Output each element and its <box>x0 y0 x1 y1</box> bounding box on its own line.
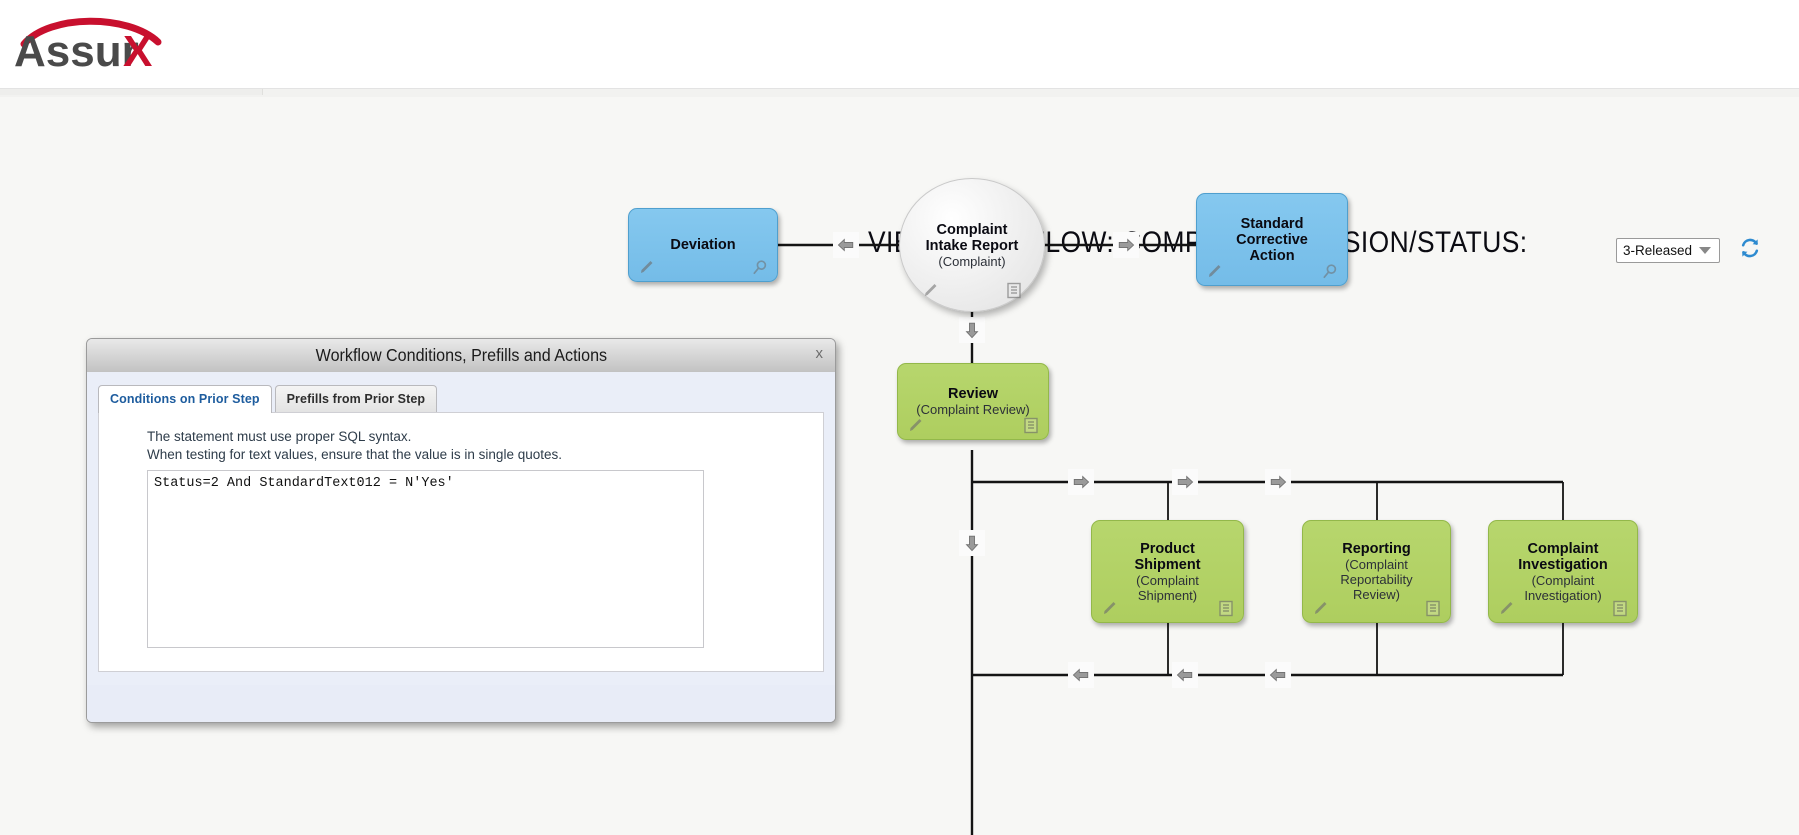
pencil-icon[interactable] <box>922 281 940 299</box>
node-icon-row <box>629 256 777 276</box>
workflow-canvas: Deviation Complaint Intake Report (Compl… <box>0 160 1799 835</box>
dialog-footer <box>87 685 835 722</box>
node-icon-row <box>898 414 1048 434</box>
workflow-conditions-dialog: Workflow Conditions, Prefills and Action… <box>86 338 836 723</box>
node-icon-row <box>900 279 1044 299</box>
flow-arrow-left-return-1 <box>1068 662 1094 688</box>
doclist-icon[interactable] <box>1218 600 1234 617</box>
node-title-line2: Investigation <box>1518 556 1608 573</box>
sql-note-line2: When testing for text values, ensure tha… <box>147 447 562 462</box>
flow-arrow-right-bus-2 <box>1172 469 1198 495</box>
version-status-value: 3-Released <box>1623 243 1693 258</box>
version-status-select[interactable]: 3-Released <box>1616 238 1720 263</box>
flow-arrow-right-bus-1 <box>1068 469 1094 495</box>
flow-arrow-right-sca <box>1113 232 1139 258</box>
flow-arrow-down-review <box>959 317 985 343</box>
workflow-node-complaint-investigation[interactable]: Complaint Investigation (Complaint Inves… <box>1488 520 1638 623</box>
doclist-icon[interactable] <box>1425 600 1441 617</box>
node-subtitle-line1: (Complaint <box>1531 572 1595 588</box>
node-subtitle: (Complaint) <box>938 253 1006 269</box>
node-title-line2: Intake Report <box>925 237 1019 254</box>
svg-text:Assur: Assur <box>14 27 139 76</box>
dialog-title: Workflow Conditions, Prefills and Action… <box>315 345 607 365</box>
header-underline-strip <box>0 89 1799 97</box>
node-title-line1: Standard <box>1240 215 1304 232</box>
sql-condition-textarea[interactable] <box>147 470 704 648</box>
doclist-icon[interactable] <box>1612 600 1628 617</box>
node-title-line1: Complaint <box>1527 540 1599 557</box>
workflow-node-review[interactable]: Review (Complaint Review) <box>897 363 1049 440</box>
node-subtitle: (Complaint Review) <box>916 402 1030 417</box>
flow-arrow-right-bus-3 <box>1265 469 1291 495</box>
doclist-icon[interactable] <box>1006 282 1022 299</box>
node-title-line3: Action <box>1249 247 1295 264</box>
node-icon-row <box>1092 597 1243 617</box>
app-header: Assur X <box>0 0 1799 89</box>
node-title: Review <box>948 386 998 402</box>
node-subtitle-line1: (Complaint <box>1345 557 1408 572</box>
svg-text:X: X <box>123 27 152 76</box>
node-subtitle-line1: (Complaint <box>1136 572 1199 588</box>
pencil-icon[interactable] <box>1498 599 1516 617</box>
dialog-titlebar[interactable]: Workflow Conditions, Prefills and Action… <box>87 339 835 373</box>
flow-arrow-down-spine <box>959 530 985 556</box>
pencil-icon[interactable] <box>1312 599 1330 617</box>
magnify-icon[interactable] <box>751 259 768 276</box>
pencil-icon[interactable] <box>1101 599 1119 617</box>
chevron-down-icon <box>1699 247 1711 254</box>
node-subtitle-line3: Review) <box>1353 587 1400 602</box>
tab-conditions-on-prior-step[interactable]: Conditions on Prior Step <box>98 385 272 413</box>
workflow-node-complaint-intake-report[interactable]: Complaint Intake Report (Complaint) <box>899 178 1045 312</box>
workflow-node-product-shipment[interactable]: Product Shipment (Complaint Shipment) <box>1091 520 1244 623</box>
header-strip-segment <box>0 89 263 95</box>
tab-prefills-from-prior-step[interactable]: Prefills from Prior Step <box>274 385 438 413</box>
node-title-line2: Shipment <box>1134 556 1201 573</box>
flow-arrow-left-deviation <box>833 232 859 258</box>
tab-label: Prefills from Prior Step <box>286 392 426 406</box>
conditions-panel: The statement must use proper SQL syntax… <box>98 412 824 710</box>
dialog-tabs: Conditions on Prior Step Prefills from P… <box>98 385 438 413</box>
node-icon-row <box>1489 597 1637 617</box>
tab-label: Conditions on Prior Step <box>110 392 260 406</box>
node-title-line2: Corrective <box>1236 231 1308 248</box>
node-title: Deviation <box>670 237 736 253</box>
doclist-icon[interactable] <box>1023 417 1039 434</box>
workflow-node-standard-corrective-action[interactable]: Standard Corrective Action <box>1196 193 1348 286</box>
node-title: Reporting <box>1342 541 1411 557</box>
pencil-icon[interactable] <box>1206 262 1224 280</box>
node-icon-row <box>1303 597 1450 617</box>
workflow-node-reporting[interactable]: Reporting (Complaint Reportability Revie… <box>1302 520 1451 623</box>
node-subtitle-line2: Reportability <box>1340 572 1413 587</box>
pencil-icon[interactable] <box>638 258 656 276</box>
refresh-icon[interactable] <box>1738 236 1762 260</box>
assurx-logo: Assur X <box>10 8 180 76</box>
node-icon-row <box>1197 260 1347 280</box>
node-subtitle-line2: Investigation) <box>1524 587 1602 603</box>
node-title-line1: Product <box>1140 540 1195 557</box>
pencil-icon[interactable] <box>907 416 925 434</box>
workflow-node-deviation[interactable]: Deviation <box>628 208 778 282</box>
dialog-body: Conditions on Prior Step Prefills from P… <box>87 372 835 722</box>
flow-arrow-left-return-3 <box>1265 662 1291 688</box>
close-icon[interactable]: x <box>815 345 824 362</box>
sql-note-line1: The statement must use proper SQL syntax… <box>147 429 412 444</box>
title-row: VIEW WORKFLOW: COMPLAINT VERSION/STATUS:… <box>0 110 1799 263</box>
magnify-icon[interactable] <box>1321 263 1338 280</box>
node-title-line1: Complaint <box>936 221 1008 238</box>
node-subtitle-line2: Shipment) <box>1137 587 1198 603</box>
flow-arrow-left-return-2 <box>1172 662 1198 688</box>
